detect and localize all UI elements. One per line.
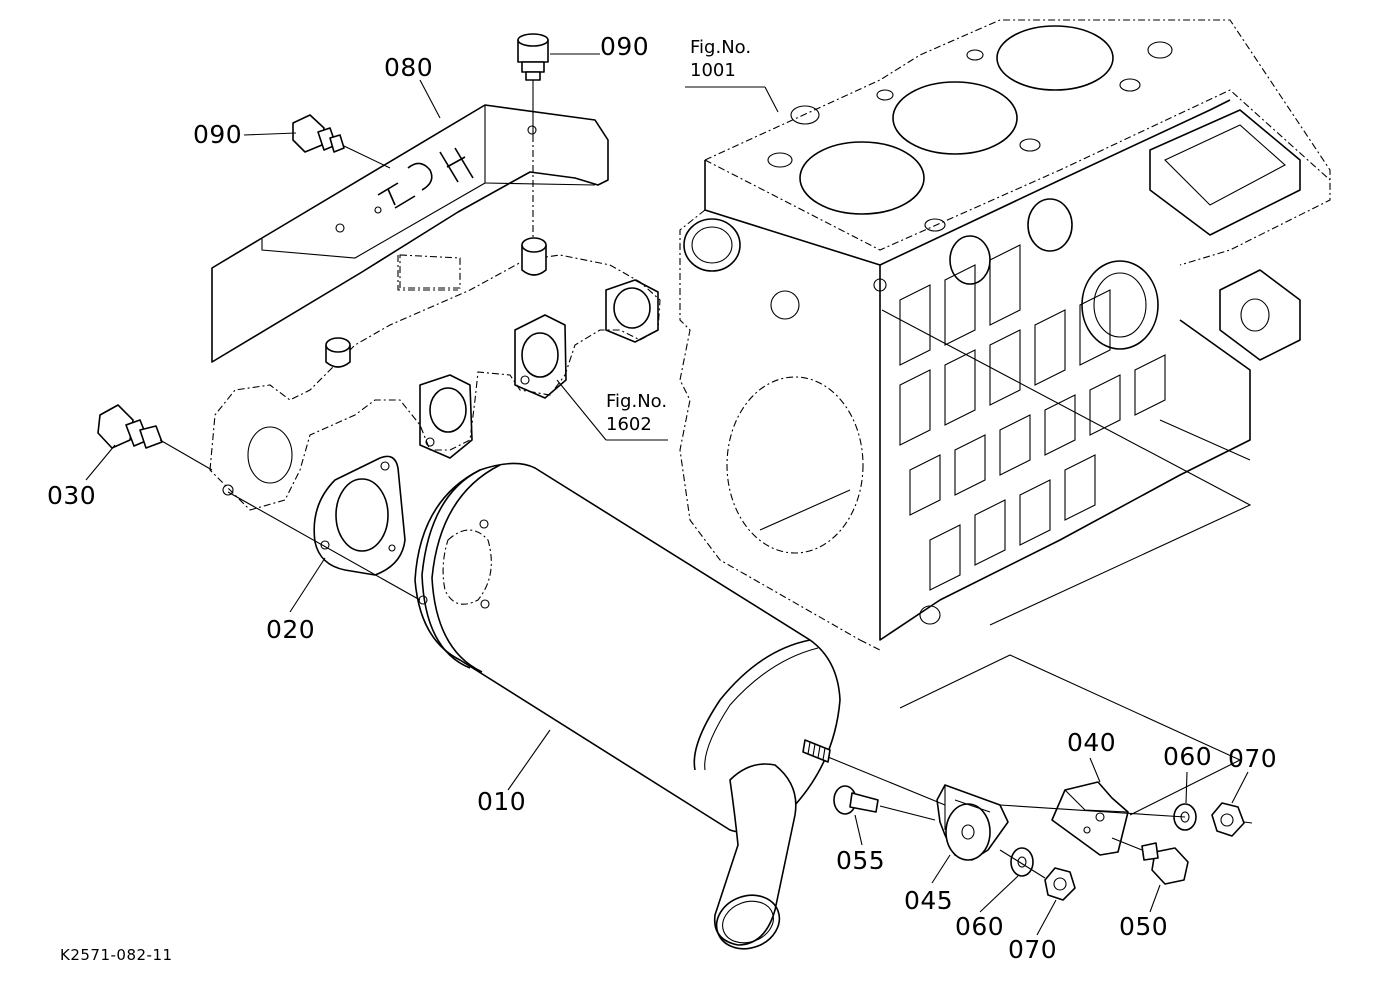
bolt-050 <box>1111 837 1189 885</box>
callout-010: 010 <box>477 787 527 816</box>
callout-045: 045 <box>904 886 954 915</box>
callout-080: 080 <box>384 53 434 82</box>
fig-ref-1001-number: 1001 <box>690 59 736 81</box>
bracket-040 <box>1051 781 1129 856</box>
bolt-090-side <box>292 114 391 169</box>
callout-020: 020 <box>266 615 316 644</box>
gasket <box>313 455 406 576</box>
fig-ref-1602-prefix: Fig.No. <box>606 391 668 412</box>
callout-060-left: 060 <box>955 912 1005 941</box>
engine-block <box>679 19 1331 651</box>
exhaust-manifold <box>209 237 661 511</box>
callout-090-top: 090 <box>600 32 650 61</box>
callout-070-right: 070 <box>1228 744 1278 773</box>
callout-040: 040 <box>1067 728 1117 757</box>
fig-ref-1602-number: 1602 <box>606 413 652 435</box>
diagram-code: K2571-082-11 <box>60 946 173 964</box>
callout-070-left: 070 <box>1008 935 1058 964</box>
washer-060-left <box>1010 847 1034 877</box>
reference-plane <box>899 654 1242 816</box>
nut-070-right <box>1211 802 1253 837</box>
bracket-045 <box>936 784 1009 861</box>
fig-ref-1001[interactable]: Fig.No. 1001 <box>690 37 751 82</box>
callout-090-side: 090 <box>193 120 243 149</box>
fig-ref-1602[interactable]: Fig.No. 1602 <box>606 391 667 436</box>
bolt-090-top <box>517 33 549 240</box>
bolt-030 <box>97 404 421 601</box>
heat-shield <box>211 104 609 363</box>
callout-050: 050 <box>1119 912 1169 941</box>
callout-055: 055 <box>836 846 886 875</box>
muffler <box>414 462 841 950</box>
leader-lines <box>85 53 1249 936</box>
bolt-055 <box>833 785 936 821</box>
callout-030: 030 <box>47 481 97 510</box>
callout-060-right: 060 <box>1163 742 1213 771</box>
nut-070-left <box>999 849 1076 901</box>
fig-ref-1001-prefix: Fig.No. <box>690 37 752 58</box>
